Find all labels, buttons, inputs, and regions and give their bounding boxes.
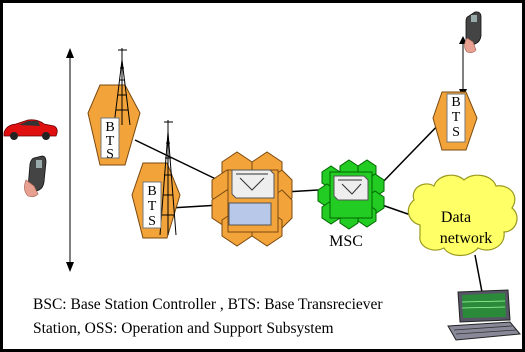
bts-label-b: B [451,95,460,110]
phone-icon [24,155,47,197]
antenna-tower-icon [159,120,177,236]
car-icon [3,119,58,140]
phone-icon [464,11,482,53]
data-network-label-line1: Data [441,209,471,226]
bts-lower-left: B T S [131,120,181,239]
bts-label-b: B [147,184,156,199]
legend-line-1: BSC: Base Station Controller , BTS: Base… [33,296,383,313]
msc-node: MSC [317,159,385,250]
bts-label-s: S [106,147,114,162]
bts-label-b: B [105,120,114,135]
link-msc-to-bts-right [379,117,446,186]
bsc-node [211,151,293,247]
antenna-tower-icon [113,48,131,126]
data-network-label-line2: network [440,230,492,247]
switch-box-icon [333,175,369,201]
bts-label-s: S [452,125,460,140]
bts-right: B T S [432,91,478,151]
range-arrow-left [66,48,74,272]
data-network-cloud: Data network [407,174,518,257]
bts-label-t: T [452,110,461,125]
bts-label-s: S [148,214,156,229]
legend-line-2: Station, OSS: Operation and Support Subs… [33,320,334,337]
bts-label-t: T [148,199,157,214]
link-data-network-to-oss [474,254,483,293]
bts-label-t: T [106,134,115,149]
msc-label: MSC [329,233,363,250]
switch-box-icon [228,169,275,226]
laptop-icon [447,289,521,341]
link-bts-upper-to-bsc [134,139,223,183]
bts-upper-left: B T S [87,48,141,166]
